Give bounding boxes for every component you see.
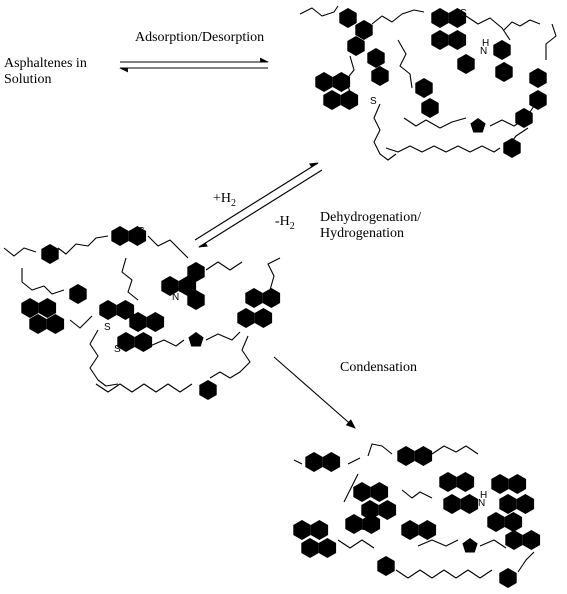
sulfur-atom: S	[114, 344, 121, 355]
nitrogen-atom: H	[482, 38, 489, 49]
nitrogen-atom-n: N	[172, 292, 179, 303]
adsorption-equilibrium-arrow	[119, 57, 269, 73]
hydrogen-plus-label: +H2	[213, 191, 236, 212]
hydrogen-minus-label: -H2	[275, 214, 295, 235]
nitrogen-atom: H	[480, 490, 487, 501]
asphaltene-structure-bottom: S S H N S S	[293, 443, 540, 588]
sulfur-atom: S	[193, 338, 200, 349]
sulfur-atom: S	[104, 322, 111, 333]
solution-label: Asphaltenes in Solution	[4, 56, 87, 87]
asphaltene-structure-top: S S H N	[299, 5, 557, 161]
hydrogen-plus-text: +H2	[213, 191, 237, 209]
sulfur-atom: S	[460, 8, 467, 19]
sulfur-atom: S	[466, 544, 473, 555]
dehydrogenation-label: Dehydrogenation/ Hydrogenation	[320, 210, 422, 241]
asphaltene-structure-middle: S S H N S S	[3, 226, 281, 400]
nitrogen-atom-n: N	[478, 498, 485, 509]
sulfur-atom: S	[406, 530, 413, 541]
hydrogenation-equilibrium-arrow	[194, 162, 323, 248]
sulfur-atom: S	[420, 446, 427, 457]
sulfur-atom: S	[370, 96, 377, 107]
nitrogen-atom-n: N	[480, 46, 487, 57]
condensation-arrow	[273, 356, 356, 429]
nitrogen-atom: H	[174, 284, 181, 295]
sulfur-atom: S	[138, 226, 145, 237]
hydrogen-minus-text: -H2	[275, 214, 295, 232]
adsorption-label: Adsorption/Desorption	[135, 30, 265, 45]
sulfur-atom: S	[360, 522, 367, 533]
condensation-label: Condensation	[340, 360, 417, 375]
